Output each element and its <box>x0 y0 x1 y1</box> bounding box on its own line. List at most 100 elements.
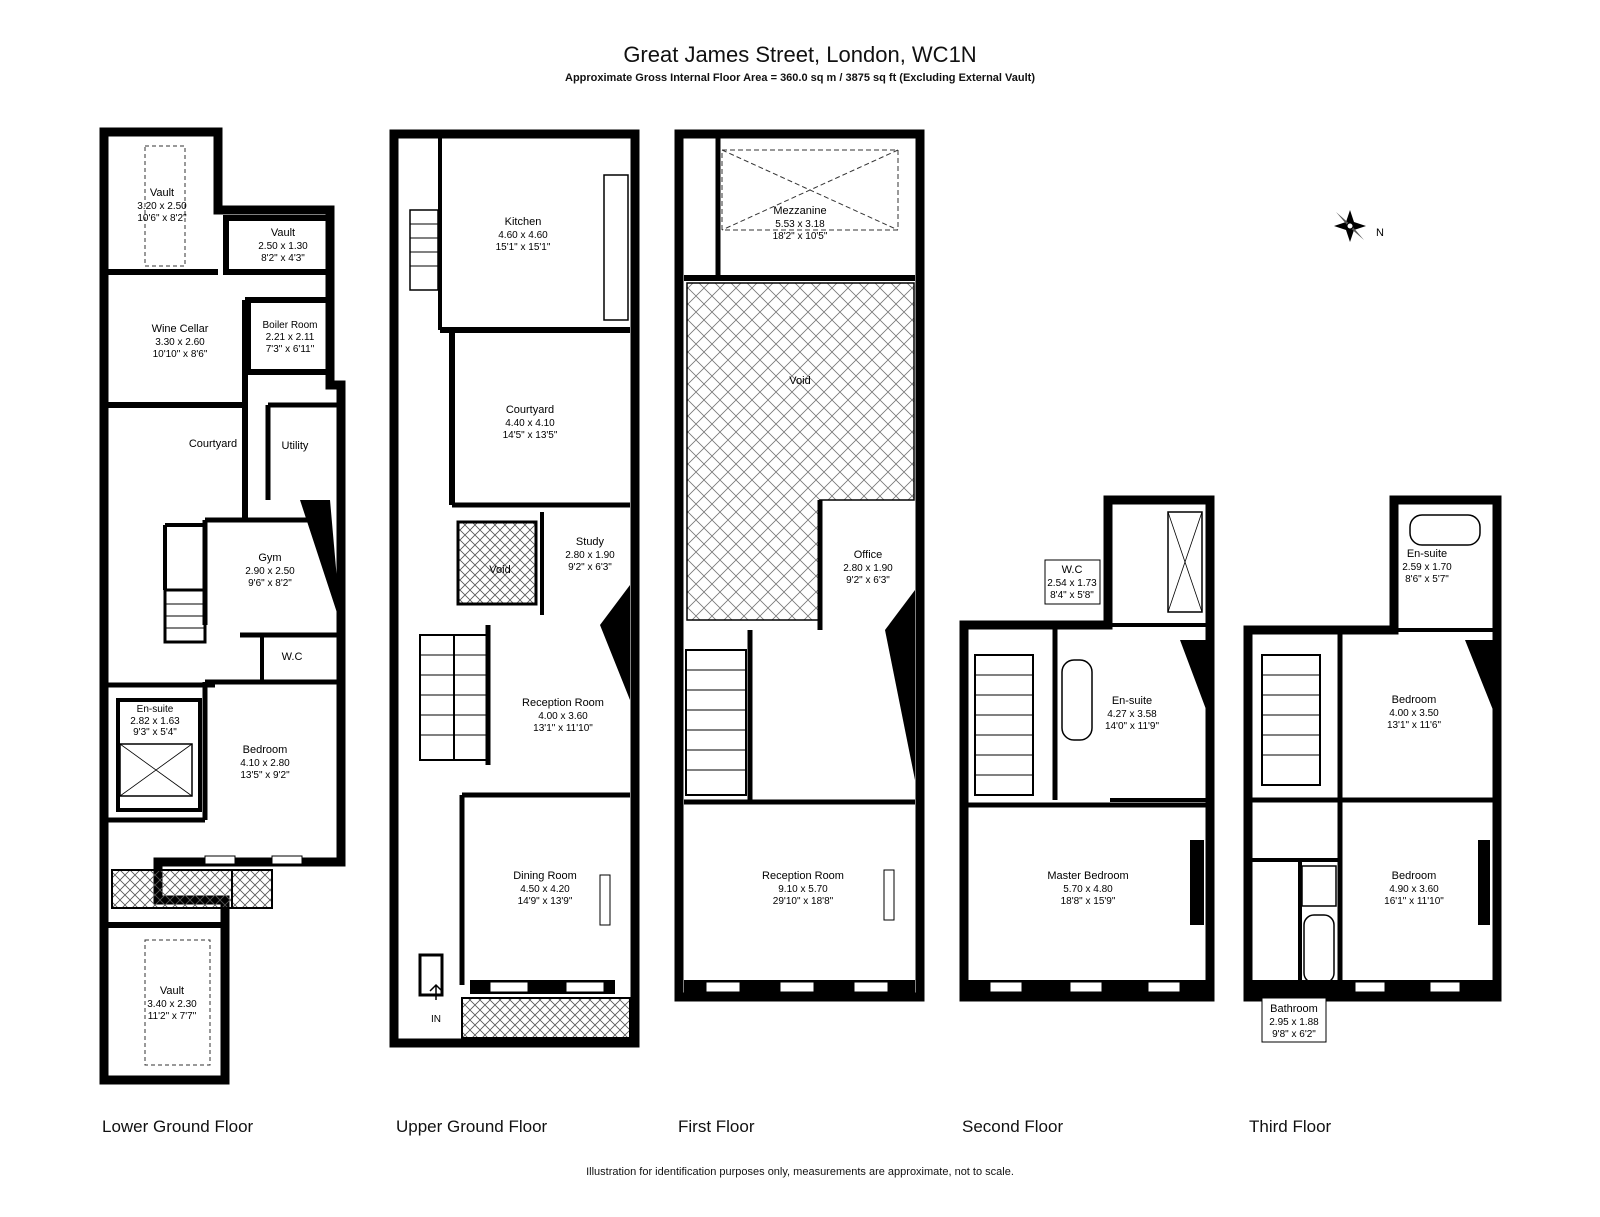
room-metric: 2.59 x 1.70 <box>1402 562 1452 573</box>
ug-front-lightwell <box>461 997 631 1039</box>
room-name: Reception Room <box>522 697 604 709</box>
room-imperial: 8'6" x 5'7" <box>1405 574 1449 585</box>
room-imperial: 9'3" x 5'4" <box>133 727 177 738</box>
room-imperial: 14'5" x 13'5" <box>503 430 558 441</box>
room-metric: 2.80 x 1.90 <box>565 550 615 561</box>
floor-label-first: First Floor <box>678 1117 755 1136</box>
room-name: Void <box>489 564 510 576</box>
room-metric: 2.95 x 1.88 <box>1269 1017 1319 1028</box>
room-metric: 2.82 x 1.63 <box>130 716 180 727</box>
room-imperial: 11'2" x 7'7" <box>148 1011 197 1022</box>
room-imperial: 14'0" x 11'9" <box>1105 721 1160 732</box>
lg-vault-3-outline <box>144 939 211 1066</box>
room-name: Vault <box>150 187 174 199</box>
room-imperial: 9'2" x 6'3" <box>846 575 890 586</box>
floor-label-lower-ground: Lower Ground Floor <box>102 1117 254 1136</box>
room-imperial: 9'8" x 6'2" <box>1272 1029 1316 1040</box>
room-name: Dining Room <box>513 870 577 882</box>
compass-rose-icon <box>1334 210 1366 242</box>
room-name: W.C <box>1062 564 1083 576</box>
room-name: Vault <box>160 985 184 997</box>
room-metric: 4.00 x 3.50 <box>1389 708 1439 719</box>
room-name: En-suite <box>137 704 174 715</box>
room-name: En-suite <box>1407 548 1447 560</box>
room-name: Courtyard <box>506 404 554 416</box>
room-imperial: 13'1" x 11'10" <box>533 723 593 734</box>
room-metric: 4.40 x 4.10 <box>505 418 555 429</box>
entrance-label: IN <box>431 1014 441 1025</box>
room-imperial: 9'2" x 6'3" <box>568 562 612 573</box>
room-name: Master Bedroom <box>1047 870 1128 882</box>
room-name: W.C <box>282 651 303 663</box>
room-imperial: 10'6" x 8'2" <box>137 213 187 224</box>
tf-outer-wall <box>1243 495 1502 1002</box>
third-floor-plan <box>1243 495 1502 1043</box>
room-name: Void <box>789 375 810 387</box>
room-metric: 2.21 x 2.11 <box>266 332 315 343</box>
room-imperial: 10'10" x 8'6" <box>153 349 208 360</box>
room-imperial: 8'2" x 4'3" <box>261 253 305 264</box>
room-name: Courtyard <box>189 438 237 450</box>
disclaimer: Illustration for identification purposes… <box>586 1166 1014 1178</box>
room-metric: 2.80 x 1.90 <box>843 563 893 574</box>
room-imperial: 18'2" x 10'5" <box>773 231 828 242</box>
upper-ground-floor-plan <box>389 129 640 1048</box>
room-name: En-suite <box>1112 695 1152 707</box>
lg-lightwell-hatch <box>111 869 273 909</box>
room-metric: 4.90 x 3.60 <box>1389 884 1439 895</box>
room-imperial: 9'6" x 8'2" <box>248 578 292 589</box>
compass-north-label: N <box>1376 227 1384 239</box>
room-metric: 4.10 x 2.80 <box>240 758 290 769</box>
room-name: Bedroom <box>1392 870 1437 882</box>
ug-void-hatch <box>456 520 538 606</box>
first-floor-plan <box>674 129 925 1002</box>
floor-label-second: Second Floor <box>962 1117 1064 1136</box>
plan-title: Great James Street, London, WC1N <box>623 42 977 67</box>
room-name: Wine Cellar <box>152 323 209 335</box>
second-floor-plan <box>959 495 1215 1002</box>
room-metric: 4.27 x 3.58 <box>1107 709 1157 720</box>
ff-outer-wall <box>674 129 925 1002</box>
room-metric: 3.40 x 2.30 <box>147 999 197 1010</box>
room-name: Bedroom <box>1392 694 1437 706</box>
room-name: Boiler Room <box>262 320 317 331</box>
room-name: Bathroom <box>1270 1003 1318 1015</box>
room-name: Utility <box>282 440 309 452</box>
room-imperial: 18'8" x 15'9" <box>1061 896 1116 907</box>
room-name: Office <box>854 549 883 561</box>
floor-label-third: Third Floor <box>1249 1117 1332 1136</box>
room-metric: 3.20 x 2.50 <box>137 201 187 212</box>
room-metric: 3.30 x 2.60 <box>155 337 205 348</box>
floor-area-subtitle: Approximate Gross Internal Floor Area = … <box>565 72 1035 84</box>
room-name: Bedroom <box>243 744 288 756</box>
room-imperial: 13'5" x 9'2" <box>240 770 290 781</box>
room-imperial: 14'9" x 13'9" <box>518 896 573 907</box>
room-imperial: 7'3" x 6'11" <box>266 344 315 355</box>
room-name: Mezzanine <box>773 205 826 217</box>
room-metric: 5.53 x 3.18 <box>775 219 825 230</box>
room-metric: 2.50 x 1.30 <box>258 241 308 252</box>
room-imperial: 15'1" x 15'1" <box>496 242 551 253</box>
room-name: Vault <box>271 227 295 239</box>
room-imperial: 16'1" x 11'10" <box>1384 896 1444 907</box>
room-name: Study <box>576 536 605 548</box>
room-labels: Vault 3.20 x 2.50 10'6" x 8'2" Vault 2.5… <box>130 187 1452 1040</box>
room-metric: 9.10 x 5.70 <box>778 884 828 895</box>
room-name: Kitchen <box>505 216 542 228</box>
ug-outer-wall <box>389 129 640 1048</box>
room-imperial: 13'1" x 11'6" <box>1387 720 1442 731</box>
room-metric: 4.00 x 3.60 <box>538 711 588 722</box>
lower-ground-floor-plan <box>99 127 346 1085</box>
floor-label-upper-ground: Upper Ground Floor <box>396 1117 548 1136</box>
room-imperial: 29'10" x 18'8" <box>773 896 834 907</box>
room-metric: 2.54 x 1.73 <box>1047 578 1097 589</box>
room-imperial: 8'4" x 5'8" <box>1050 590 1094 601</box>
lg-vault-1-outline <box>144 145 186 267</box>
room-name: Gym <box>258 552 281 564</box>
lg-outer-wall <box>99 127 346 1085</box>
room-metric: 4.50 x 4.20 <box>520 884 570 895</box>
room-metric: 2.90 x 2.50 <box>245 566 295 577</box>
room-metric: 4.60 x 4.60 <box>498 230 548 241</box>
room-metric: 5.70 x 4.80 <box>1063 884 1113 895</box>
